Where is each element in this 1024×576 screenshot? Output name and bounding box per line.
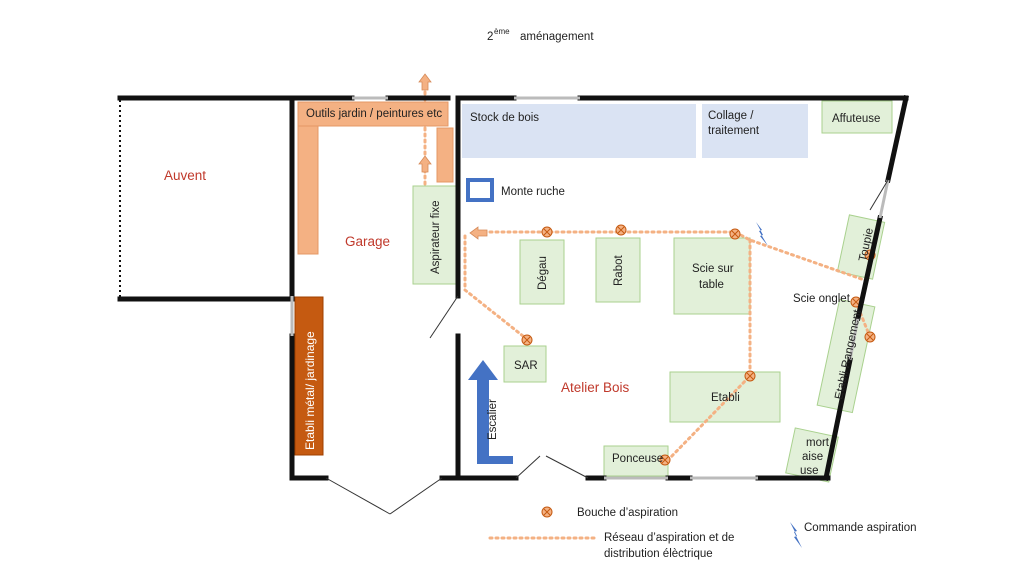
rabot-box [595, 237, 641, 303]
label-etabli: Etabli [711, 392, 740, 404]
label-affuteuse: Affuteuse [832, 113, 880, 125]
bouche-icon [615, 224, 627, 236]
arrow-up-outlet-icon [418, 73, 432, 91]
legend: Bouche d’aspiration Réseau d’aspiration … [488, 506, 917, 560]
bouche-icon [864, 331, 876, 343]
label-collage-2: traitement [708, 125, 760, 137]
title-number: 2 [487, 31, 493, 43]
label-degau: Dégau [537, 256, 549, 290]
bouche-icon [744, 370, 756, 382]
room-label-auvent: Auvent [164, 168, 206, 183]
stock-de-bois-zone [462, 104, 696, 158]
title-superscript: ème [494, 27, 510, 36]
legend-bouche-icon [541, 506, 553, 518]
label-stock: Stock de bois [470, 112, 539, 124]
collage-zone [702, 104, 808, 158]
commande-aspiration-icon [756, 222, 768, 246]
legend-bouche-label: Bouche d’aspiration [577, 507, 678, 519]
etabli-box [669, 371, 781, 423]
label-etabli-metal: Etabli métal/ jardinage [303, 331, 317, 450]
label-mortaise-1: mort [806, 437, 830, 449]
bouche-icon [521, 334, 533, 346]
room-label-garage: Garage [345, 234, 390, 249]
outils-jardin-shelf [297, 101, 449, 127]
legend-reseau-label-2: distribution élèctrique [604, 548, 713, 560]
label-sar: SAR [514, 360, 538, 372]
monte-ruche-box [466, 178, 494, 202]
label-scie-1: Scie sur [692, 263, 734, 275]
label-escalier: Escalier [487, 399, 499, 440]
escalier-arrow-icon [468, 360, 513, 464]
degau-box [519, 239, 565, 305]
ponceuse-box [603, 445, 669, 477]
arrow-left-network-icon [469, 226, 488, 240]
label-scie-onglet: Scie onglet [793, 293, 851, 305]
legend-commande-label: Commande aspiration [804, 522, 917, 534]
etabli-metal-bench [294, 296, 324, 456]
bouche-icon [541, 226, 553, 238]
legend-reseau-label-1: Réseau d’aspiration et de [604, 532, 734, 544]
label-ponceuse: Ponceuse [612, 453, 663, 465]
sar-box [503, 345, 547, 383]
arrow-up-aspirateur-icon [418, 155, 432, 173]
label-aspirateur: Aspirateur fixe [430, 200, 442, 274]
bouche-icon [659, 454, 671, 466]
label-monte-ruche: Monte ruche [501, 186, 565, 198]
scie-sur-table-box [673, 237, 751, 315]
label-collage-1: Collage / [708, 110, 754, 122]
doors [325, 179, 889, 515]
label-mortaise-3: use [800, 465, 819, 477]
label-mortaise-2: aise [802, 451, 823, 463]
title-text: aménagement [520, 31, 594, 43]
legend-commande-icon [790, 522, 802, 548]
garage-right-shelf [436, 127, 454, 183]
room-label-atelier: Atelier Bois [561, 380, 630, 395]
bouche-icon [729, 228, 741, 240]
windows [290, 96, 890, 480]
aspirateur-box [412, 185, 458, 285]
label-scie-2: table [699, 279, 724, 291]
label-outils: Outils jardin / peintures etc [306, 108, 442, 120]
label-rabot: Rabot [613, 255, 625, 286]
walls [117, 95, 909, 481]
garage-left-shelf [297, 125, 319, 255]
affuteuse-box [821, 100, 893, 134]
